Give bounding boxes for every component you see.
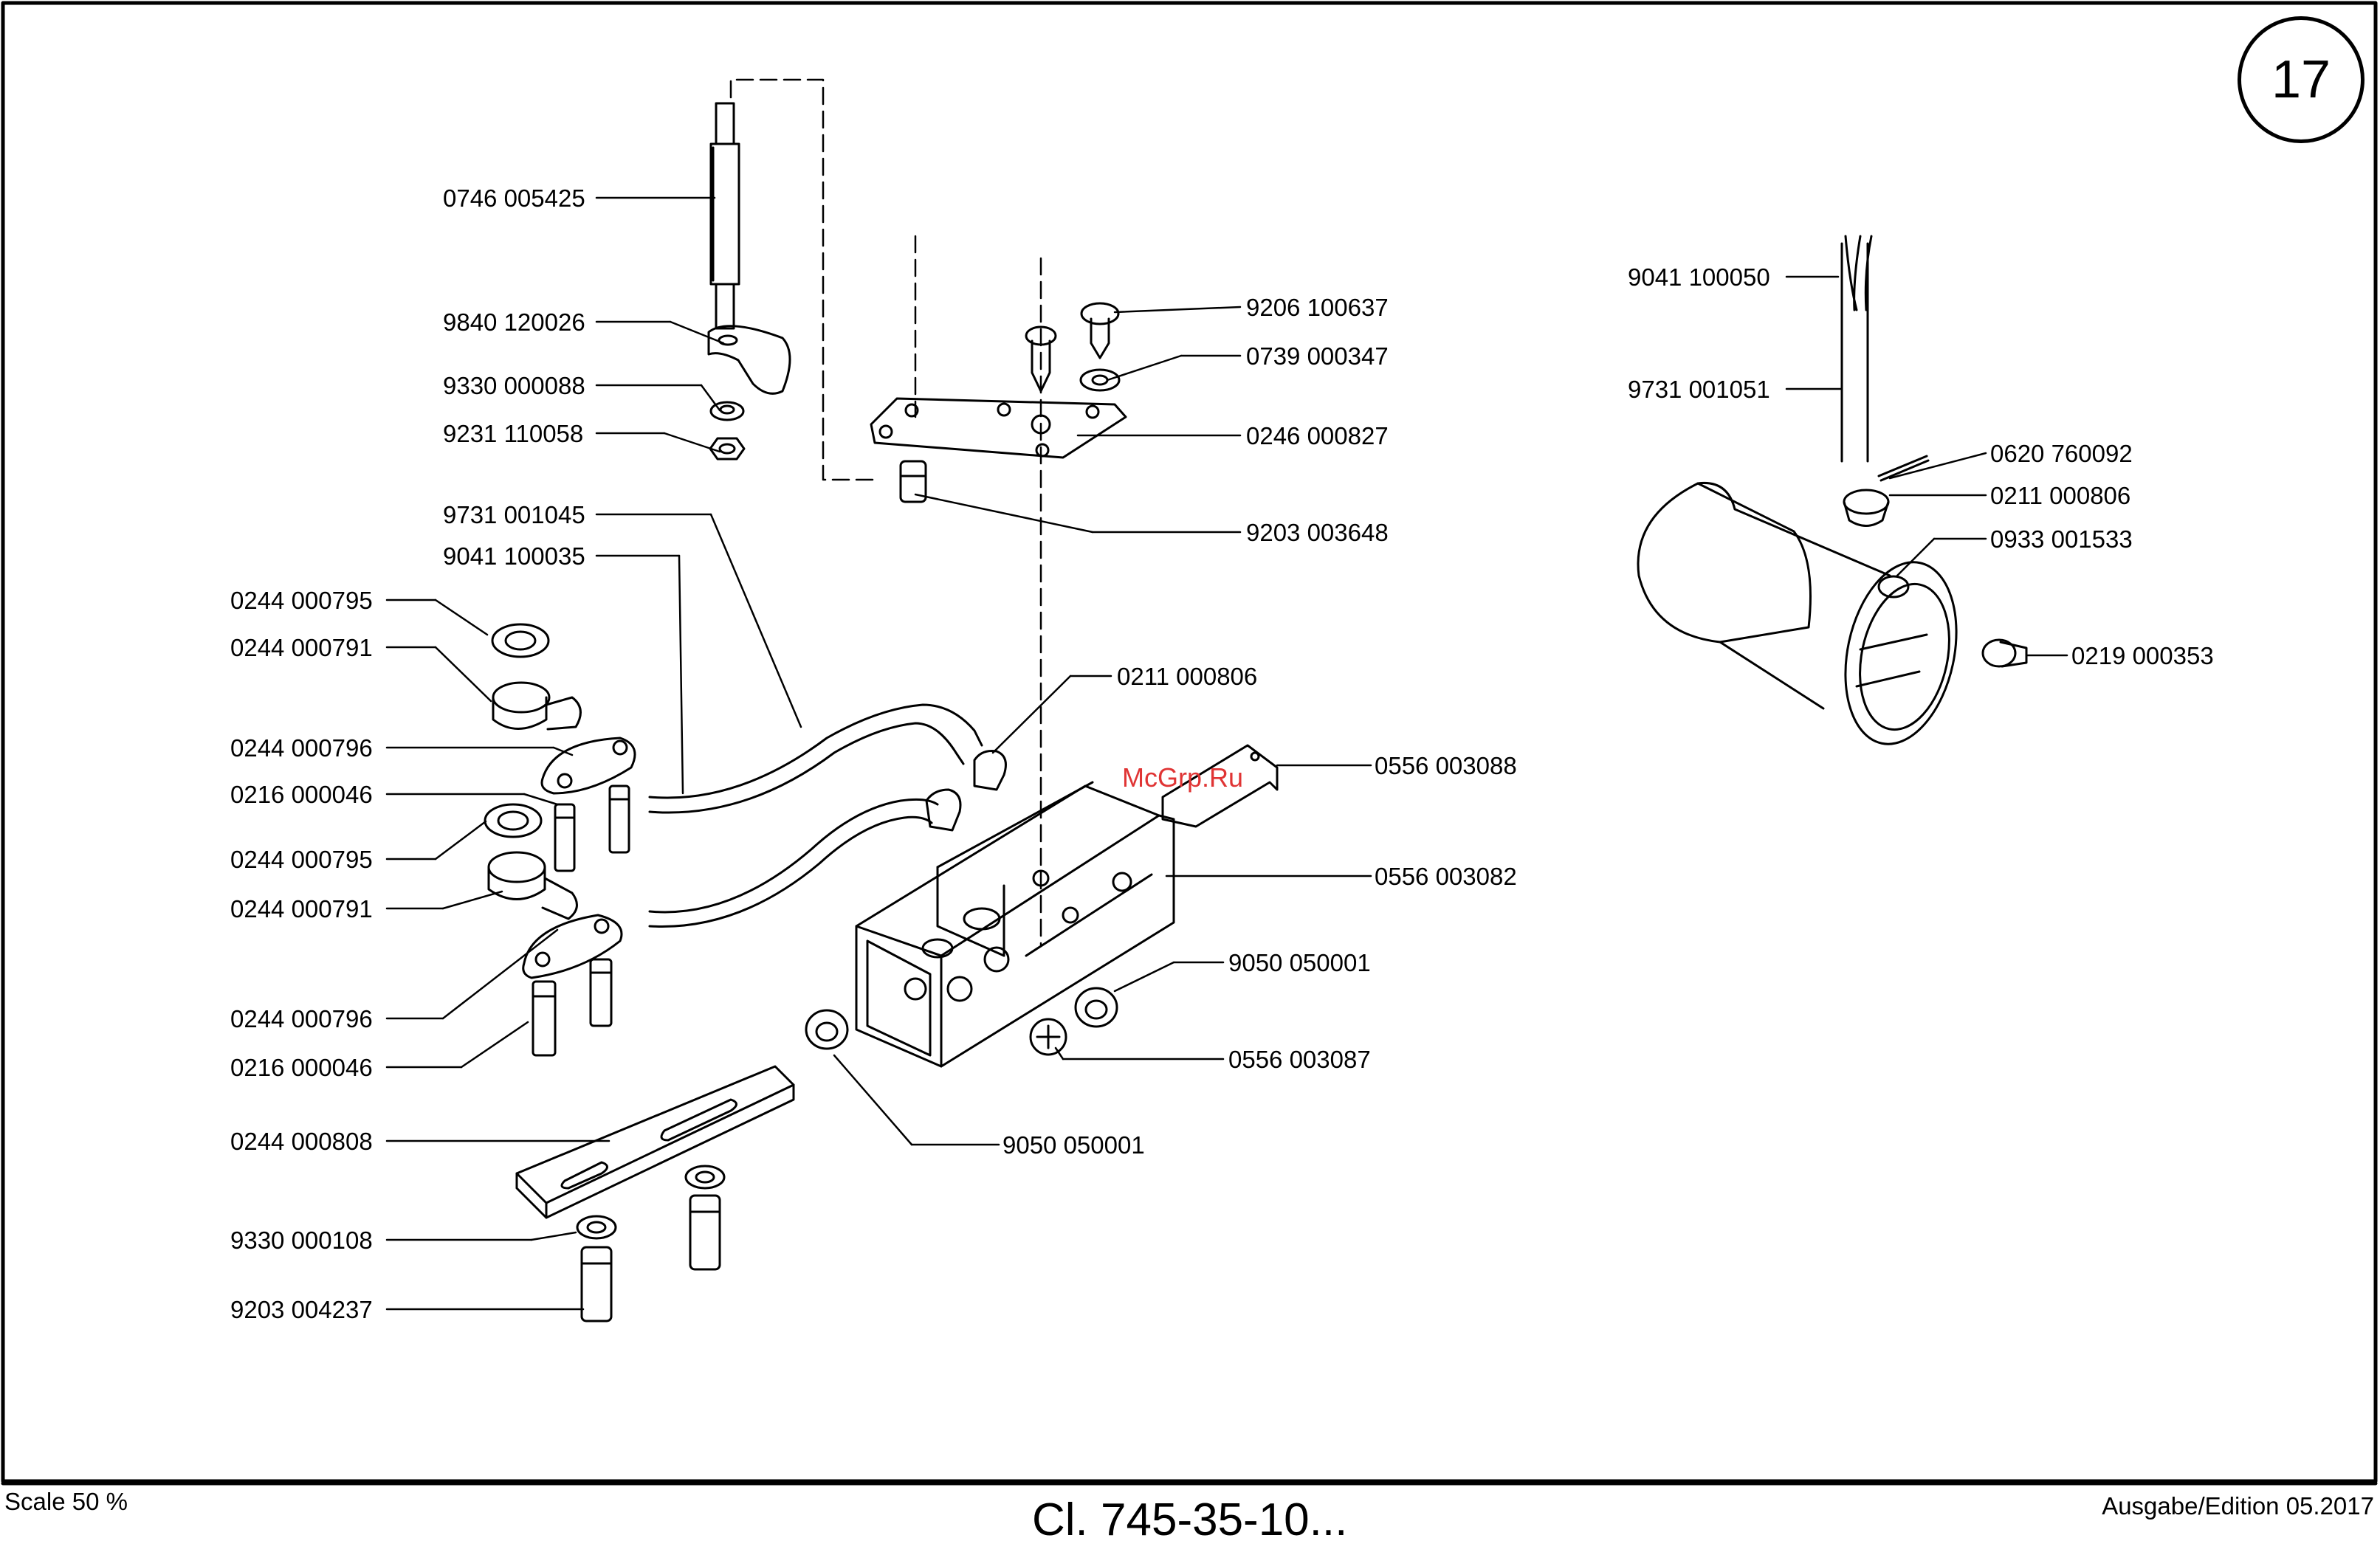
sensor-housing [1637,481,1958,745]
callout-label: 0556 003087 [1228,1046,1371,1073]
callout-label: 0556 003082 [1375,863,1517,890]
callout-label: 0216 000046 [230,781,373,808]
slide-plate [515,1065,795,1219]
clamp-plate-0244-000796-a [540,737,636,795]
callout-label: 9041 100050 [1628,263,1770,291]
callout-label: 0211 000806 [1990,482,2131,509]
washer-0244-000795-a [491,623,550,658]
page-border [1,1,2378,1483]
tapping-screw [1025,325,1057,393]
edition-note: Ausgabe/Edition 05.2017 [2102,1492,2374,1520]
drawing-title: Cl. 745-35-10... [1032,1494,1348,1545]
clamp-bracket [707,325,791,395]
callout-label: 0244 000795 [230,587,373,614]
plugs-9050 [805,987,1118,1050]
screws-0216-000046-b [532,958,613,1057]
page-number: 17 [2238,16,2364,143]
mounting-plate [870,397,1127,459]
callout-label: 0246 000827 [1246,422,1389,449]
callout-label: 0620 760092 [1990,440,2133,467]
screw-9203-003648 [899,460,927,503]
threaded-stud [709,102,740,330]
screw-0219-000353 [1981,638,2028,668]
callout-label: 9731 001045 [443,501,585,528]
callout-label: 0739 000347 [1246,342,1389,370]
callout-label: 0244 000791 [230,634,373,661]
callout-label: 0933 001533 [1990,525,2133,553]
dash-lines [729,78,1042,946]
washer-9330-000108 [576,1215,617,1240]
banjo-0244-000791-b [487,851,578,920]
callout-label: 0244 000796 [230,1005,373,1032]
banjo-0244-000791-a [492,681,582,731]
cables [648,703,983,928]
callout-label: 0219 000353 [2071,642,2214,669]
hex-nut [709,437,746,461]
callout-label: 9206 100637 [1246,294,1389,321]
grommets-0211 [925,750,1007,832]
watermark-text: McGrp.Ru [1122,762,1244,793]
callout-label: 9041 100035 [443,542,585,570]
wire-bundle [1840,235,1873,463]
callout-label: 0746 005425 [443,184,585,212]
junction-box [855,781,1175,1068]
serrated-washer [1079,368,1121,392]
callout-label: 0211 000806 [1117,663,1258,690]
screw-9203-004237 [580,1246,613,1322]
scale-note: Scale 50 % [4,1488,128,1515]
callout-label: 9050 050001 [1228,949,1371,976]
screws-0216-000046-a [554,784,630,872]
callout-label: 0244 000796 [230,734,373,762]
callout-label: 9203 004237 [230,1296,373,1323]
callout-label: 0556 003088 [1375,752,1517,779]
callout-label: 0216 000046 [230,1054,373,1081]
pin-0620-760092 [1877,455,1930,482]
screw-under-plate [689,1194,721,1271]
callout-label: 9203 003648 [1246,519,1389,546]
callout-label: 9231 110058 [443,420,584,447]
grommet-0211-right [1843,489,1890,527]
clamp-plate-0244-000796-b [522,914,623,979]
callout-label: 0244 000808 [230,1128,373,1155]
callout-label: 9330 000108 [230,1227,373,1254]
leader-lines [385,196,2068,1311]
angle-bracket-0556-003088 [1161,744,1279,828]
callout-label: 9731 001051 [1628,376,1770,403]
callout-label: 9330 000088 [443,372,585,399]
washer-0244-000795-b [484,803,543,838]
pan-head-screw [1080,302,1120,359]
callout-label: 0244 000791 [230,895,373,922]
callout-label: 9050 050001 [1002,1131,1145,1159]
screw-0556-003087 [1029,1018,1067,1056]
callout-label: 0244 000795 [230,846,373,873]
washer-small [709,401,745,421]
callout-label: 9840 120026 [443,308,585,336]
washer-under-plate [684,1165,726,1190]
